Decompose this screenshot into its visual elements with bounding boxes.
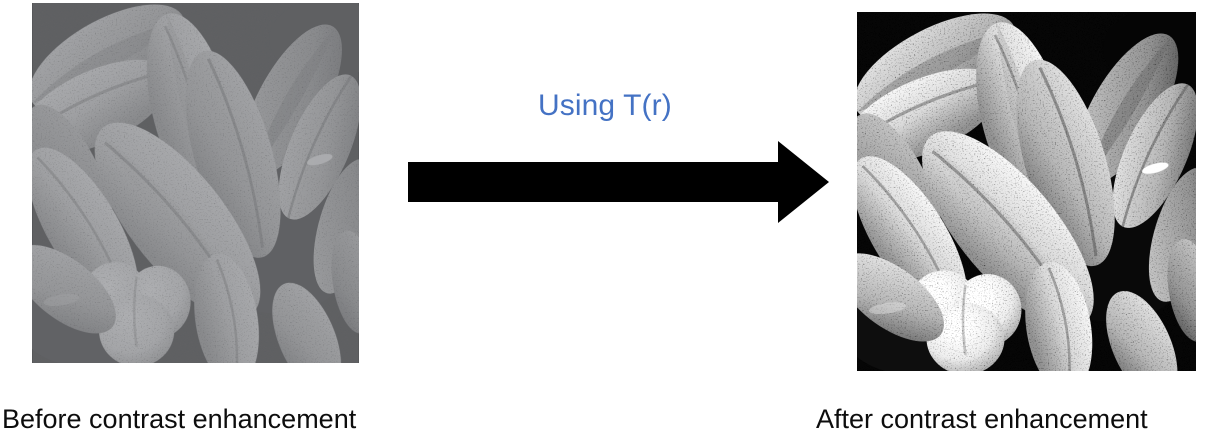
right-block-arrow-icon: [408, 141, 829, 223]
image-after-contrast-enhancement: [857, 12, 1196, 371]
image-before-contrast-enhancement: [32, 3, 359, 363]
caption-before: Before contrast enhancement: [2, 404, 357, 434]
caption-after: After contrast enhancement: [816, 404, 1148, 434]
pollen-micrograph-low-contrast: [32, 3, 359, 363]
arrow-label-using-transform: Using T(r): [538, 89, 672, 122]
pollen-micrograph-full-contrast: [857, 12, 1196, 371]
transformation-arrow: [408, 140, 830, 224]
